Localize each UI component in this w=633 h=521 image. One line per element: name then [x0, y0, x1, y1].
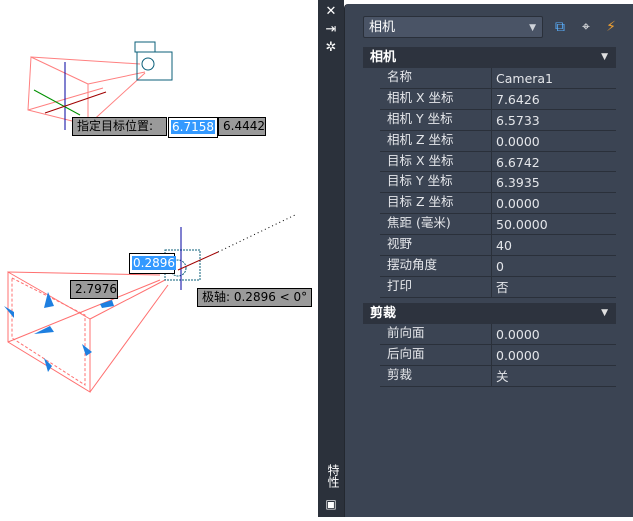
property-label: 目标 Y 坐标	[380, 172, 492, 193]
target-y-input[interactable]: 6.4442	[218, 117, 266, 136]
properties-panel	[344, 4, 633, 517]
polar-tracking-line	[217, 214, 296, 253]
dimension-length: 2.7976	[70, 280, 118, 299]
property-value[interactable]: 6.6742	[496, 154, 540, 170]
property-value[interactable]: 否	[496, 279, 509, 295]
property-label: 焦距 (毫米)	[380, 214, 492, 235]
dimension-input[interactable]: 0.2896	[129, 253, 176, 274]
property-label: 摆动角度	[380, 256, 492, 276]
prompt-label: 指定目标位置:	[72, 117, 167, 136]
target-x-input[interactable]: 6.7158	[168, 117, 218, 138]
property-value[interactable]: Camera1	[496, 71, 554, 86]
property-label: 相机 Y 坐标	[380, 109, 492, 130]
settings-icon[interactable]: ✲	[325, 40, 337, 55]
grips	[4, 292, 114, 372]
camera-drawing	[4, 41, 296, 393]
property-value[interactable]: 40	[496, 238, 512, 254]
property-value[interactable]: 6.3935	[496, 175, 540, 191]
property-label: 前向面	[380, 324, 492, 344]
object-type-dropdown[interactable]: 相机▼	[363, 16, 543, 38]
chevron-down-icon: ▼	[601, 308, 608, 318]
property-value[interactable]: 6.5733	[496, 112, 540, 128]
property-label: 目标 Z 坐标	[380, 193, 492, 214]
property-row[interactable]: 打印否	[380, 276, 616, 298]
x-axis	[44, 91, 107, 114]
property-label: 剪裁	[380, 365, 492, 386]
autohide-icon[interactable]: ⇥	[325, 22, 337, 37]
property-label: 相机 X 坐标	[380, 88, 492, 109]
property-row[interactable]: 名称 Camera1	[380, 68, 616, 89]
property-value[interactable]: 0.0000	[496, 196, 540, 212]
property-value[interactable]: 0.0000	[496, 327, 540, 342]
chevron-down-icon: ▼	[601, 52, 608, 62]
select-objects-icon[interactable]: ⌖	[582, 19, 590, 35]
property-value[interactable]: 7.6426	[496, 91, 540, 107]
property-value[interactable]: 0.0000	[496, 347, 540, 363]
close-icon[interactable]: ✕	[325, 4, 337, 19]
drawing-canvas[interactable]: 指定目标位置: 6.7158 6.4442 0.2896 2.7976 极轴: …	[0, 0, 318, 517]
dock-icon[interactable]: ▣	[325, 497, 337, 511]
camera1-glyph	[134, 41, 173, 81]
palette-title-strip[interactable]: ✕ ⇥ ✲ 特性 ▣	[318, 0, 344, 517]
property-value[interactable]: 50.0000	[496, 217, 548, 233]
section-header-camera[interactable]: 相机▼	[363, 47, 616, 68]
property-label: 后向面	[380, 344, 492, 365]
toggle-pickadd-icon[interactable]: ⧉	[555, 19, 565, 35]
quick-select-icon[interactable]: ⚡	[606, 19, 616, 35]
property-row[interactable]: 焦距 (毫米)50.0000	[380, 214, 616, 236]
property-value[interactable]: 0	[496, 259, 504, 275]
palette-title: 特性	[326, 464, 340, 488]
polar-tooltip: 极轴: 0.2896 < 0°	[197, 288, 313, 307]
property-row[interactable]: 前向面 0.0000	[380, 324, 616, 345]
property-label: 相机 Z 坐标	[380, 130, 492, 151]
property-label: 视野	[380, 235, 492, 256]
chevron-down-icon: ▼	[529, 23, 536, 33]
property-value[interactable]: 关	[496, 368, 509, 384]
property-label: 名称	[380, 68, 492, 88]
camera1-frustum	[27, 56, 146, 126]
y-axis	[33, 89, 81, 116]
camera2-frustum	[7, 271, 169, 393]
property-row[interactable]: 剪裁关	[380, 365, 616, 387]
property-label: 打印	[380, 276, 492, 297]
property-value[interactable]: 0.0000	[496, 133, 540, 149]
section-header-clipping[interactable]: 剪裁▼	[363, 303, 616, 324]
property-label: 目标 X 坐标	[380, 151, 492, 172]
